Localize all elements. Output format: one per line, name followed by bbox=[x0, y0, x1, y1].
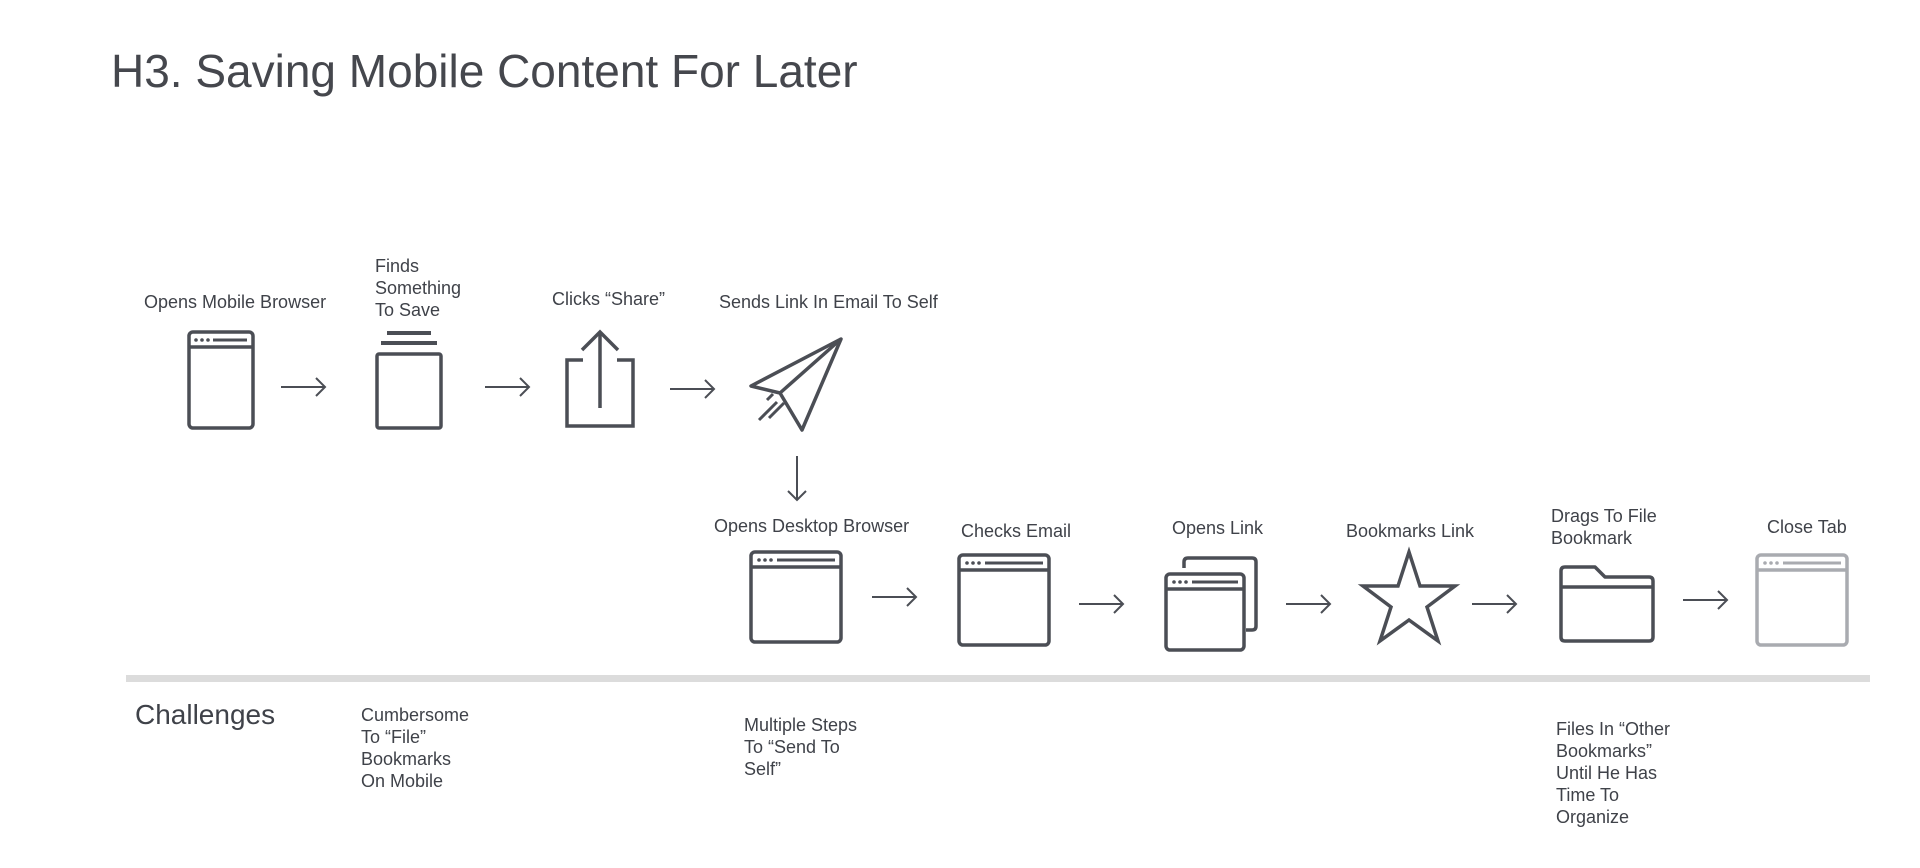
arrow-right bbox=[1079, 593, 1125, 615]
star-icon bbox=[1357, 546, 1461, 646]
step-label-bookmarks-link: Bookmarks Link bbox=[1346, 521, 1475, 541]
arrow-right bbox=[1286, 593, 1332, 615]
arrow-right bbox=[872, 586, 918, 608]
arrow-right bbox=[1472, 593, 1518, 615]
step-label-sends-link-in-email-to-self: Sends Link In Email To Self bbox=[719, 292, 938, 312]
faded-browser-icon bbox=[1755, 553, 1849, 647]
section-divider bbox=[126, 675, 1870, 682]
email-window-icon bbox=[957, 553, 1051, 647]
step-label-opens-link: Opens Link bbox=[1172, 518, 1264, 538]
page-title: H3. Saving Mobile Content For Later bbox=[111, 45, 858, 97]
document-stack-icon bbox=[375, 330, 443, 430]
challenge-note-other-bookmarks: Files In “Other Bookmarks” Until He Has … bbox=[1556, 719, 1671, 827]
challenge-note-mobile-filing: Cumbersome To “File” Bookmarks On Mobile bbox=[361, 705, 470, 791]
arrow-right bbox=[281, 376, 327, 398]
challenge-note-send-to-self: Multiple Steps To “Send To Self” bbox=[744, 715, 858, 779]
step-label-drags-to-file-bookmark: Drags To File Bookmark bbox=[1551, 506, 1657, 548]
arrow-right bbox=[670, 378, 716, 400]
share-icon bbox=[563, 328, 637, 430]
step-label-clicks-share: Clicks “Share” bbox=[552, 289, 666, 309]
multiple-windows-icon bbox=[1164, 556, 1260, 652]
arrow-right bbox=[1683, 589, 1729, 611]
challenges-heading: Challenges bbox=[135, 699, 276, 730]
desktop-browser-icon bbox=[749, 550, 843, 644]
step-label-finds-something-to-save: Finds Something To Save bbox=[375, 256, 462, 320]
step-label-opens-desktop-browser: Opens Desktop Browser bbox=[714, 516, 910, 536]
folder-icon bbox=[1559, 563, 1657, 645]
arrow-right bbox=[485, 376, 531, 398]
paper-plane-icon bbox=[747, 335, 847, 435]
mobile-browser-icon bbox=[187, 330, 255, 430]
arrow-down bbox=[786, 456, 808, 502]
step-label-close-tab: Close Tab bbox=[1767, 517, 1847, 537]
step-label-opens-mobile-browser: Opens Mobile Browser bbox=[144, 292, 327, 312]
step-label-checks-email: Checks Email bbox=[961, 521, 1072, 541]
